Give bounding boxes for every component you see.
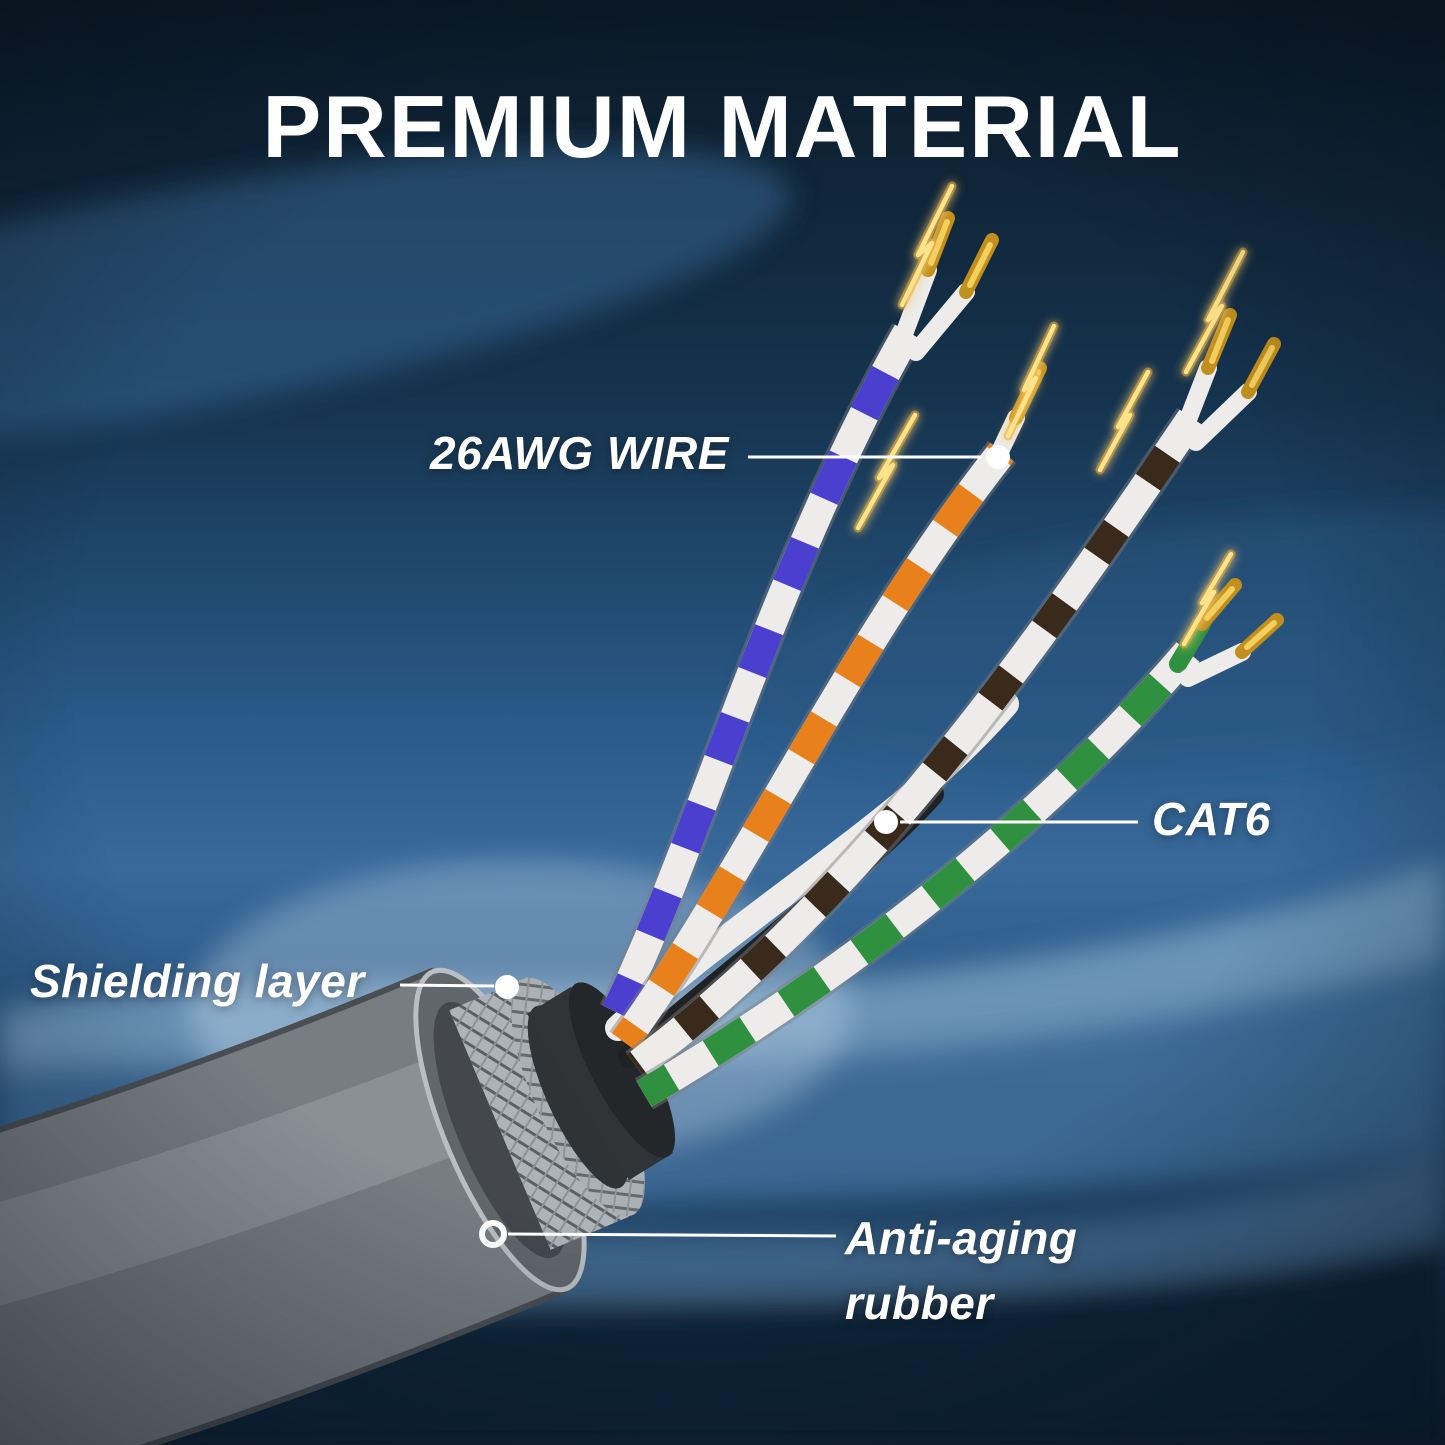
- page-title: PREMIUM MATERIAL: [262, 77, 1183, 176]
- callout-label-26awg-wire: 26AWG WIRE: [430, 427, 729, 479]
- callout-dot-cat6: [874, 810, 898, 834]
- callout-label-cat6: CAT6: [1152, 793, 1271, 845]
- callout-dot-26awg: [986, 445, 1010, 469]
- callout-line-shielding: [399, 983, 495, 988]
- callout-label-rubber: Anti-aging rubber: [845, 1212, 1078, 1330]
- callout-line-rubber: [507, 1232, 837, 1238]
- callout-dot-shielding: [495, 975, 519, 999]
- callout-label-shielding: Shielding layer: [30, 955, 365, 1007]
